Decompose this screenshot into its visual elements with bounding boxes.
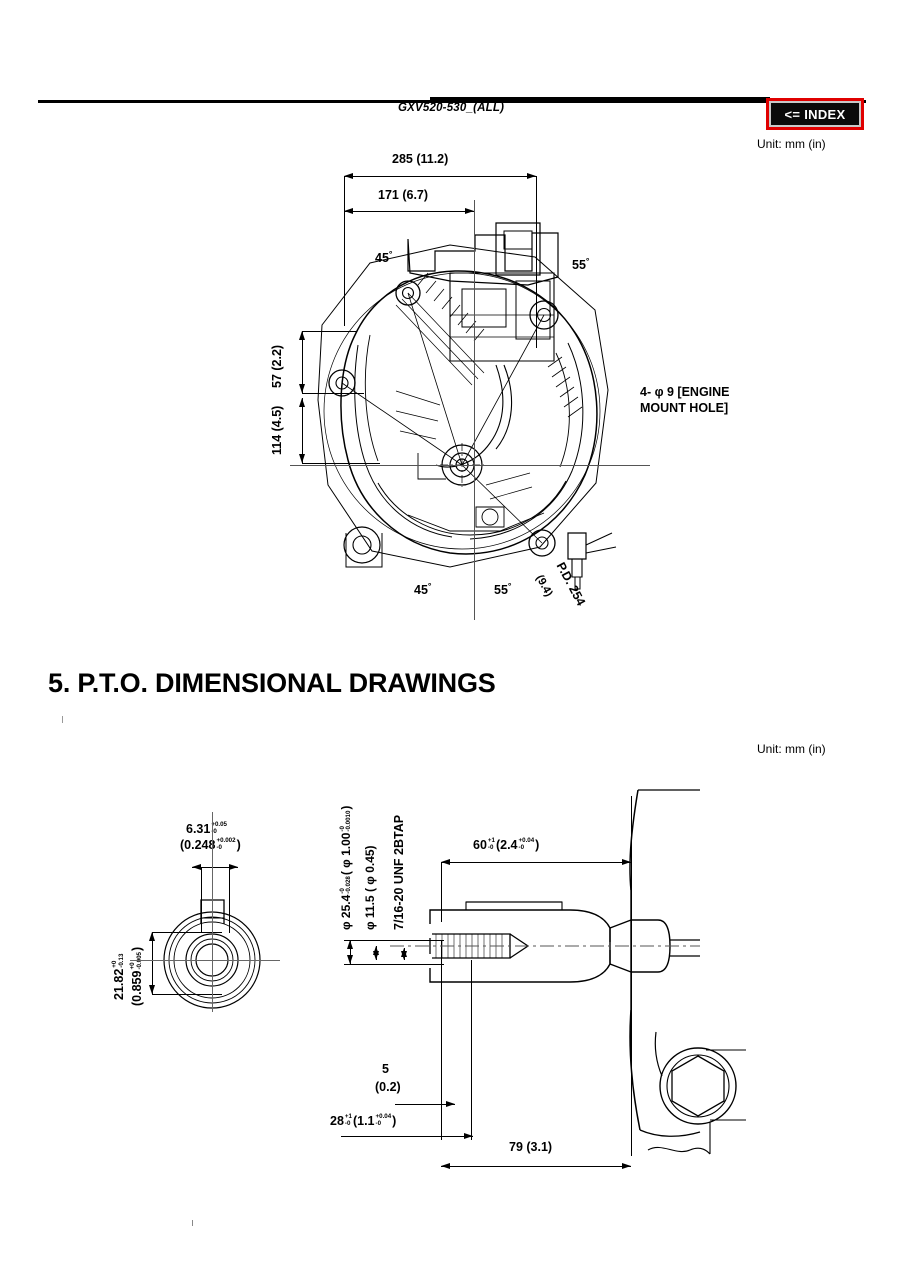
dim-upper-height-line [299,331,305,393]
engine-body-drawing [300,215,630,615]
angle-top-left: 45° [375,249,393,266]
dim-lower-height-line [299,398,305,463]
centerline-vertical [474,200,475,620]
hex-end-detail-drawing [648,1032,808,1172]
index-button-label: <= INDEX [771,103,859,125]
page-artifact-tick [192,1220,193,1226]
extension-line [441,862,442,922]
dim-shaft-height-inch: (0.859+0-0.005) [129,946,144,1006]
dim-overall-width-line [344,173,536,179]
extension-line [344,964,444,965]
dim-key-width-line [192,864,238,870]
dim-thread-line [401,948,407,960]
header-divider [38,100,866,103]
dim-upper-height: 57 (2.2) [270,344,284,388]
angle-bottom-left: 45° [414,581,432,598]
dim-shaft-height-line [149,932,155,994]
extension-line [229,867,230,933]
dim-partial-width-line [344,208,474,214]
dim-overall-width: 285 (11.2) [392,152,449,166]
dim-bore-diameter-line [373,946,379,960]
dim-shaft-diameter: φ 25.4-0-0.028( φ 1.00-0-0.0010) [338,805,353,930]
extension-line [302,393,364,394]
centerline-vertical [212,812,213,1012]
dim-length-5-line [395,1101,455,1107]
dim-shaft-height: 21.82+0-0.13 [111,953,126,1000]
angle-bottom-right: 55° [494,581,512,598]
angle-top-right: 55° [572,256,590,273]
section-heading: 5. P.T.O. DIMENSIONAL DRAWINGS [48,668,496,698]
centerline-horizontal [290,465,650,466]
dim-length-60-line [441,859,631,865]
extension-line [471,960,472,1140]
extension-line [302,331,357,332]
dim-length-79-line [441,1163,631,1169]
centerline-horizontal [130,960,280,961]
header-divider-thick [430,97,770,101]
dim-length-28: 28+1-0(1.1+0.04-0) [330,1113,397,1128]
page-artifact-tick [62,716,63,723]
extension-line [536,176,537,348]
extension-line [441,940,442,1140]
extension-line [302,463,380,464]
pto-end-view-drawing [150,888,290,1028]
callout-mount-hole-line2: MOUNT HOLE] [640,401,729,415]
dim-length-60: 60+1-0(2.4+0.04-0) [473,837,540,852]
dim-bore-diameter: φ 11.5 ( φ 0.45) [363,845,377,930]
index-button[interactable]: <= INDEX [766,98,864,130]
dim-length-5-inch: (0.2) [375,1080,401,1094]
pto-shaft-side-drawing [400,790,700,1170]
extension-line [344,940,444,941]
dim-key-width: 6.31+0.05-0 [186,821,227,836]
callout-mount-hole-line1: 4- φ 9 [ENGINE [640,385,730,399]
dim-length-28-line [341,1133,473,1139]
dim-length-5: 5 [382,1062,389,1076]
dim-key-width-inch: (0.248+0.002-0) [180,837,241,852]
dim-lower-height: 114 (4.5) [270,405,284,455]
dim-length-79: 79 (3.1) [509,1140,553,1154]
unit-note-top: Unit: mm (in) [757,137,826,151]
document-code: GXV520-530_(ALL) [398,102,505,114]
unit-note-bottom: Unit: mm (in) [757,742,826,756]
dim-shaft-diameter-line [347,940,353,964]
extension-line [152,932,222,933]
dim-partial-width: 171 (6.7) [378,188,429,202]
extension-line [344,176,345,326]
